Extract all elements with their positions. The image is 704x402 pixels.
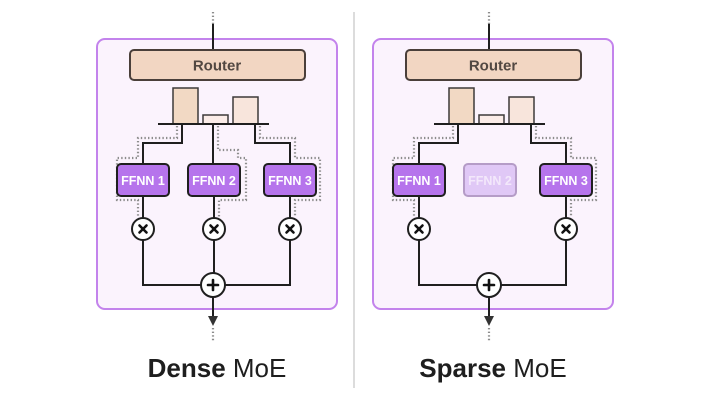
router-weight-bar — [508, 96, 535, 125]
multiply-icon — [561, 224, 571, 234]
expert-ffnn-3-label: FFNN 3 — [268, 174, 312, 188]
combine-wire — [225, 240, 291, 286]
expert-ffnn-1-label: FFNN 1 — [121, 174, 165, 188]
combine-wire — [501, 240, 567, 286]
router-weight-bar — [478, 114, 505, 125]
route-highlight-3 — [258, 126, 322, 217]
router-box — [129, 49, 306, 81]
combine-wire — [418, 240, 477, 286]
output-arrow-icon — [484, 316, 494, 326]
router-weight-bar — [448, 87, 475, 125]
route-highlight-3 — [534, 126, 598, 217]
router-weight-bar — [172, 87, 199, 125]
diagram-title-bold: Sparse — [419, 353, 506, 383]
router-box — [405, 49, 582, 81]
router-label: Router — [469, 58, 517, 75]
router-label: Router — [193, 58, 241, 75]
diagram-title: Sparse MoE — [419, 353, 566, 383]
expert-ffnn-1-label: FFNN 1 — [397, 174, 441, 188]
multiply-icon — [209, 224, 219, 234]
diagram-title-regular: MoE — [506, 353, 567, 383]
diagram-title-regular: MoE — [226, 353, 287, 383]
diagram-title-bold: Dense — [148, 353, 226, 383]
route-highlight-1 — [391, 126, 455, 217]
multiply-icon — [285, 224, 295, 234]
multiply-icon — [138, 224, 148, 234]
route-wire-1 — [418, 124, 459, 164]
expert-ffnn-2-label: FFNN 2 — [468, 174, 512, 188]
output-arrow-icon — [208, 316, 218, 326]
expert-ffnn-3-label: FFNN 3 — [544, 174, 588, 188]
route-wire-3 — [530, 124, 567, 164]
router-weight-bar — [202, 114, 229, 125]
route-highlight-1 — [115, 126, 179, 217]
route-wire-1 — [142, 124, 183, 164]
route-wire-3 — [254, 124, 291, 164]
combine-wire — [142, 240, 201, 286]
multiply-icon — [414, 224, 424, 234]
expert-ffnn-2-label: FFNN 2 — [192, 174, 236, 188]
expert-ffnn-2 — [463, 163, 517, 197]
router-weight-bar — [232, 96, 259, 125]
diagram-title: Dense MoE — [148, 353, 287, 383]
